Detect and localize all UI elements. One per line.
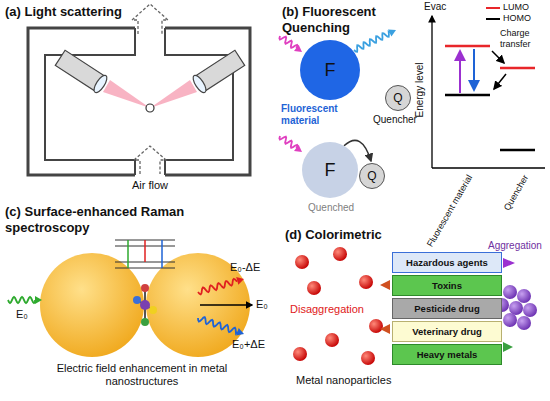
annotation: Quencher: [373, 114, 417, 126]
legend-text: LUMO: [503, 3, 529, 13]
photon-arrowhead: [236, 277, 244, 285]
panel-title: (a) Light scattering: [5, 4, 122, 20]
photon-wave: [198, 317, 237, 333]
panel-title: (b) Fluorescent Quenching: [282, 4, 400, 35]
fluorophore-circle: F: [300, 40, 360, 100]
scattering-chamber: [28, 4, 250, 175]
photon-arrowhead: [236, 328, 244, 336]
photon-arrowhead: [35, 296, 42, 304]
node-text: Hazardous agents: [406, 257, 488, 268]
target-bar: Hazardous agents: [392, 252, 502, 273]
annotation: Fluorescent material: [281, 103, 345, 127]
legend-swatch: [486, 7, 500, 9]
photon-wave: [279, 136, 297, 148]
annotation: E₀-ΔE: [230, 261, 260, 274]
photon-wave: [354, 32, 390, 52]
annotation: Metal nanoparticles: [296, 374, 391, 387]
panel-title: (c) Surface-enhanced Raman spectroscopy: [5, 204, 245, 235]
target-bar: Pesticide drug: [392, 298, 502, 319]
annotation: Evac: [424, 1, 446, 13]
photon-arrowhead: [388, 29, 396, 36]
annotation: Energy level: [414, 50, 426, 130]
photon-wave: [8, 297, 35, 303]
annotation: Quenched: [308, 202, 354, 214]
legend-text: HOMO: [503, 14, 531, 24]
annotation: Air flow: [110, 179, 190, 192]
quencher-circle: Q: [385, 85, 411, 111]
node-text: Q: [393, 91, 402, 105]
target-bar: Toxins: [392, 275, 502, 296]
quencher-circle: Q: [359, 163, 385, 189]
annotation: Aggregation: [488, 240, 542, 252]
legend-row: HOMO: [486, 14, 531, 24]
sers-illustration: [40, 240, 252, 357]
photon-arrowhead: [294, 45, 302, 52]
panel-title: (d) Colorimetric: [285, 227, 382, 243]
node-text: Toxins: [432, 280, 462, 291]
photon-wave: [279, 36, 297, 48]
photon-arrowhead: [294, 145, 302, 152]
annotation: Fluorescent material: [425, 173, 475, 249]
annotation: Quencher: [502, 173, 531, 213]
node-text: F: [325, 160, 336, 181]
photon-wave: [198, 279, 237, 295]
annotation: E₀: [256, 298, 268, 311]
node-text: Veterinary drug: [412, 326, 482, 337]
node-text: Heavy metals: [417, 349, 478, 360]
node-text: Pesticide drug: [414, 303, 479, 314]
target-bar: Heavy metals: [392, 344, 502, 365]
annotation: E₀: [16, 308, 28, 321]
node-text: F: [325, 60, 336, 81]
node-text: Q: [367, 169, 376, 183]
legend-row: LUMO: [486, 3, 529, 13]
quenched-fluorophore-circle: F: [302, 142, 358, 198]
target-bar: Veterinary drug: [392, 321, 502, 342]
legend-swatch: [486, 18, 500, 20]
annotation: E₀+ΔE: [232, 338, 265, 351]
annotation: Electric field enhancement in metal nano…: [28, 362, 256, 388]
annotation: Disaggregation: [290, 303, 364, 316]
annotation: Charge transfer: [500, 28, 548, 50]
